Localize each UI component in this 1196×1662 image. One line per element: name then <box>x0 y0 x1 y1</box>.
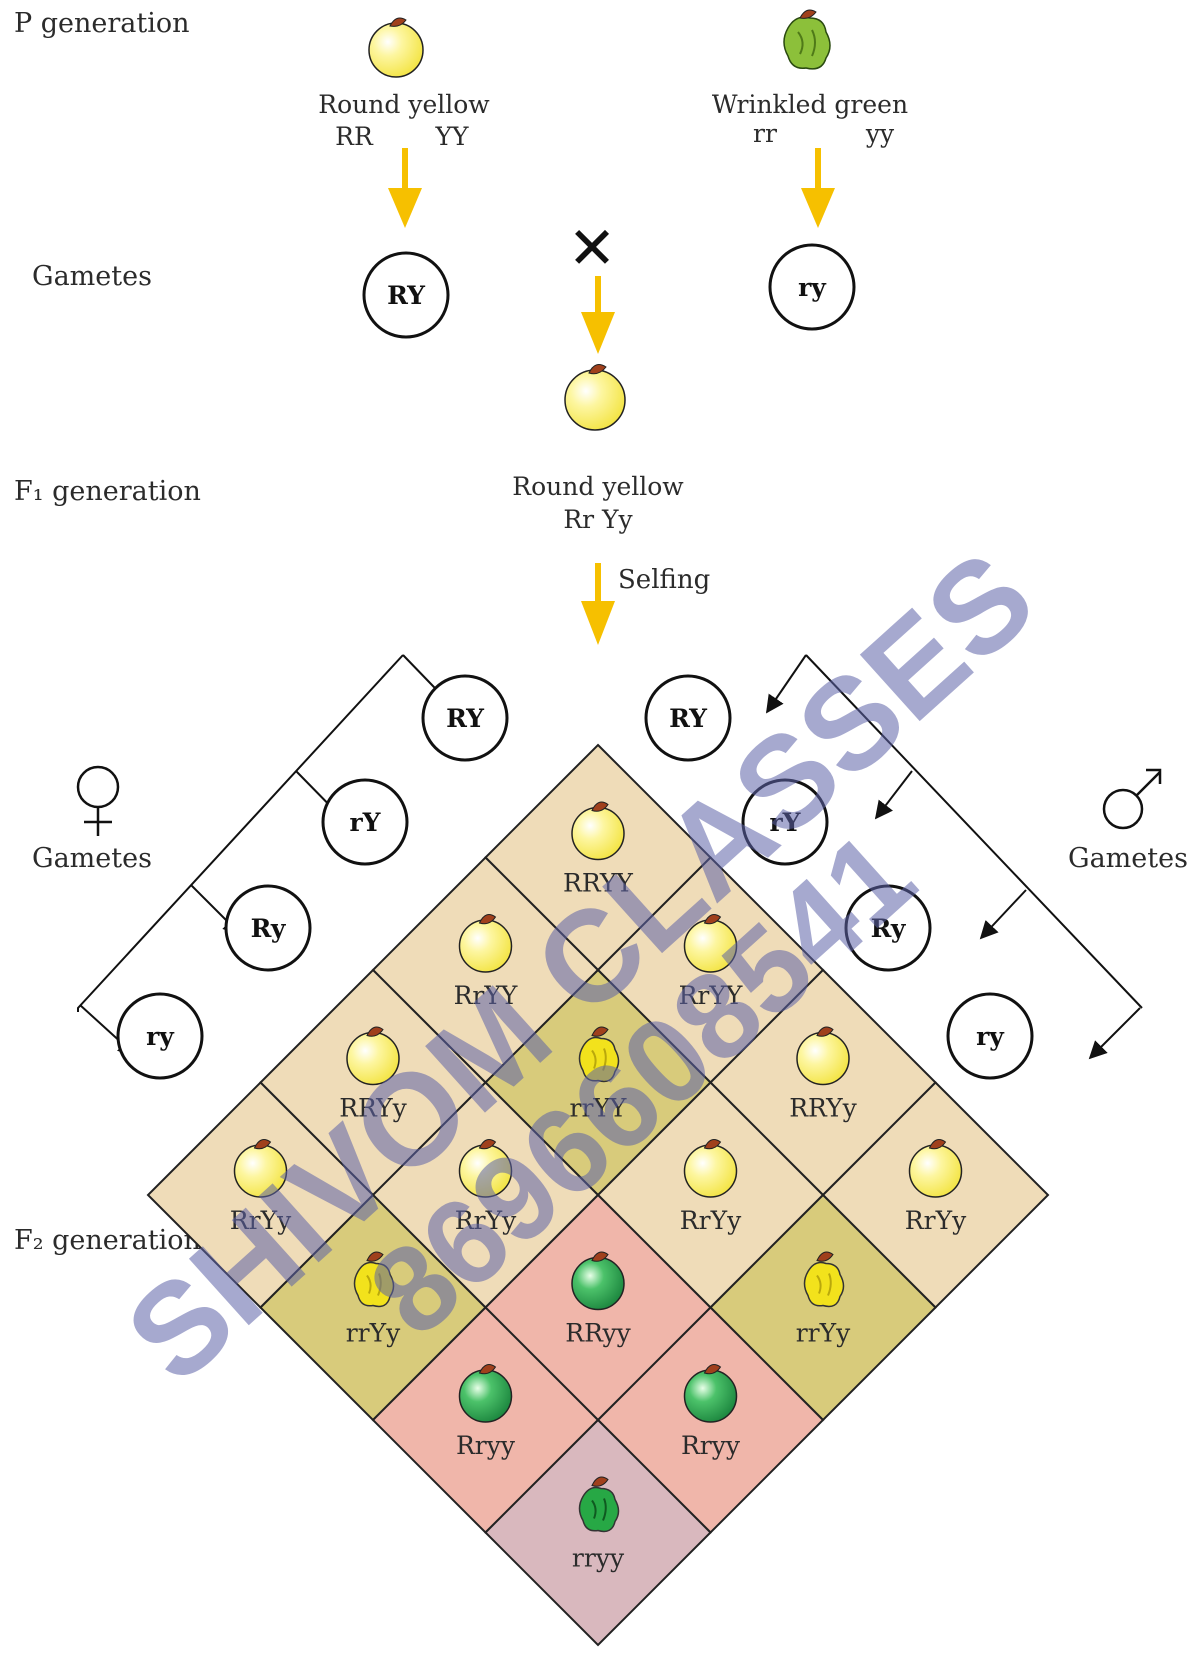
round-yellow-seed-icon <box>233 1139 288 1198</box>
female-gamete-Ry: Ry <box>224 884 312 972</box>
svg-text:rY: rY <box>769 808 801 837</box>
gamete-RY-parent: RY <box>362 251 450 339</box>
f1-phenotype: Round yellow <box>512 472 684 501</box>
male-symbol-icon <box>1102 768 1162 830</box>
f2-genotype-label: RRyy <box>565 1319 631 1348</box>
round-green-seed-icon <box>458 1364 513 1423</box>
f2-genotype-label: rrYY <box>570 1094 627 1123</box>
f1-genotype: Rr Yy <box>563 505 633 534</box>
f1-generation-label: F₁ generation <box>14 476 201 507</box>
f2-genotype-label: Rryy <box>681 1431 741 1460</box>
p-generation-label: P generation <box>14 8 190 39</box>
cross-symbol: ✕ <box>568 214 617 282</box>
female-gametes-label: Gametes <box>32 843 152 874</box>
round-yellow-seed-icon <box>683 1139 738 1198</box>
f2-genotype-label: RrYy <box>905 1206 967 1235</box>
male-gamete-RY: RY <box>644 674 732 762</box>
female-gamete-RY: RY <box>421 674 509 762</box>
f1-round-yellow-seed-icon <box>564 364 626 431</box>
wrinkled-yellow-seed-icon <box>578 1026 620 1083</box>
arrow-left-parent <box>388 148 422 228</box>
female-symbol-icon <box>76 765 120 836</box>
f2-genotype-label: RrYy <box>455 1206 517 1235</box>
f2-cell-rryy: rryy <box>484 1418 712 1647</box>
svg-text:Ry: Ry <box>871 914 907 943</box>
wrinkled-yellow-seed-icon <box>353 1251 395 1308</box>
round-yellow-seed-icon <box>458 914 513 973</box>
parent-left-phenotype: Round yellow <box>318 90 490 119</box>
svg-text:RY: RY <box>669 704 708 733</box>
selfing-label: Selfing <box>618 565 710 595</box>
f2-genotype-label: rrYy <box>796 1319 851 1348</box>
arrow-selfing <box>581 563 615 645</box>
female-gamete-ry: ry <box>116 992 204 1080</box>
svg-text:ry: ry <box>976 1022 1005 1051</box>
f2-genotype-label: rryy <box>572 1544 625 1573</box>
male-gametes-label: Gametes <box>1068 843 1188 874</box>
f2-genotype-label: RRYY <box>563 869 633 898</box>
arrow-to-f1 <box>581 276 615 354</box>
wrinkled-green-seed-icon <box>783 9 831 70</box>
f1-gametes: RY rY Ry ry RY rY Ry ry <box>116 674 1034 1080</box>
parent-right-allele-r: rr <box>753 119 777 148</box>
round-yellow-seed-icon <box>458 1139 513 1198</box>
f2-genotype-label: RrYy <box>680 1206 742 1235</box>
parent-right-phenotype: Wrinkled green <box>712 90 908 119</box>
wrinkled-yellow-seed-icon <box>803 1251 845 1308</box>
f2-generation-label: F₂ generation <box>14 1225 201 1256</box>
gamete-ry-parent: ry <box>768 243 856 331</box>
svg-text:rY: rY <box>349 808 381 837</box>
round-yellow-seed-icon <box>368 17 424 78</box>
male-gamete-ry: ry <box>946 992 1034 1080</box>
f2-genotype-label: RrYY <box>454 981 518 1010</box>
round-yellow-seed-icon <box>346 1026 400 1086</box>
svg-text:RY: RY <box>446 704 485 733</box>
round-yellow-seed-icon <box>908 1139 963 1198</box>
wrinkled-green-seed-icon <box>578 1476 620 1533</box>
round-green-seed-icon <box>683 1364 738 1423</box>
round-yellow-seed-icon <box>796 1026 850 1086</box>
f2-genotype-label: rrYy <box>346 1319 401 1348</box>
gametes-label: Gametes <box>32 261 152 292</box>
svg-text:RY: RY <box>387 281 426 310</box>
round-yellow-seed-icon <box>683 914 738 973</box>
female-gamete-rY: rY <box>321 778 409 866</box>
f2-genotype-label: RrYY <box>679 981 743 1010</box>
parent-left-allele-r: RR <box>335 122 374 151</box>
round-yellow-seed-icon <box>571 801 625 861</box>
male-gamete-branches <box>765 654 1143 1060</box>
round-green-seed-icon <box>571 1251 625 1311</box>
male-gamete-rY: rY <box>741 778 829 866</box>
f2-genotype-label: Rryy <box>456 1431 516 1460</box>
f2-genotype-label: RRYy <box>339 1094 407 1123</box>
f2-genotype-label: RrYy <box>230 1206 292 1235</box>
svg-text:Ry: Ry <box>251 914 287 943</box>
svg-text:ry: ry <box>798 273 827 302</box>
parent-left-allele-y: YY <box>434 122 469 151</box>
svg-text:ry: ry <box>146 1022 175 1051</box>
yellow-arrows <box>388 148 835 645</box>
f2-genotype-label: RRYy <box>789 1094 857 1123</box>
parent-right-allele-y: yy <box>865 119 895 148</box>
male-gamete-Ry: Ry <box>844 884 932 972</box>
arrow-right-parent <box>801 148 835 228</box>
